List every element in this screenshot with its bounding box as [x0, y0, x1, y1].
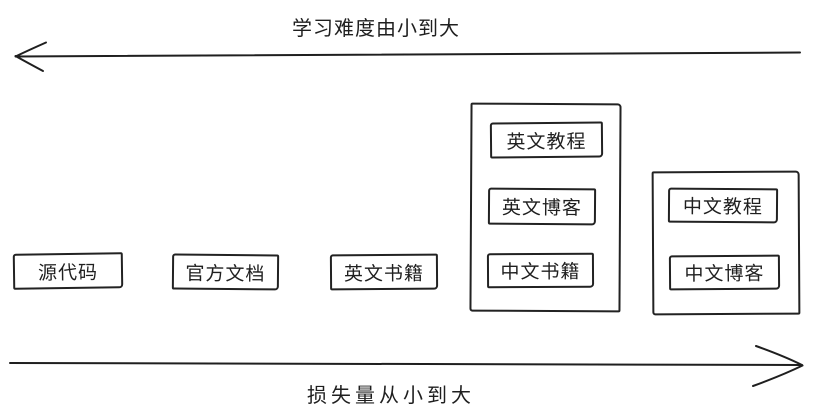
node-chinese-books: 中文书籍 [486, 252, 595, 289]
left-arrow [14, 41, 801, 72]
node-english-blogs: 英文博客 [487, 187, 597, 226]
node-english-tutorials: 英文教程 [489, 121, 604, 159]
bottom-axis-label: 损失量从小到大 [307, 385, 475, 407]
node-chinese-blogs: 中文博客 [668, 254, 781, 291]
node-chinese-tutorials: 中文教程 [667, 187, 779, 224]
right-arrow [9, 345, 804, 387]
node-official-docs: 官方文档 [171, 253, 280, 291]
node-english-books: 英文书籍 [329, 253, 439, 291]
node-source-code: 源代码 [12, 252, 124, 290]
top-axis-label: 学习难度由小到大 [292, 18, 460, 40]
